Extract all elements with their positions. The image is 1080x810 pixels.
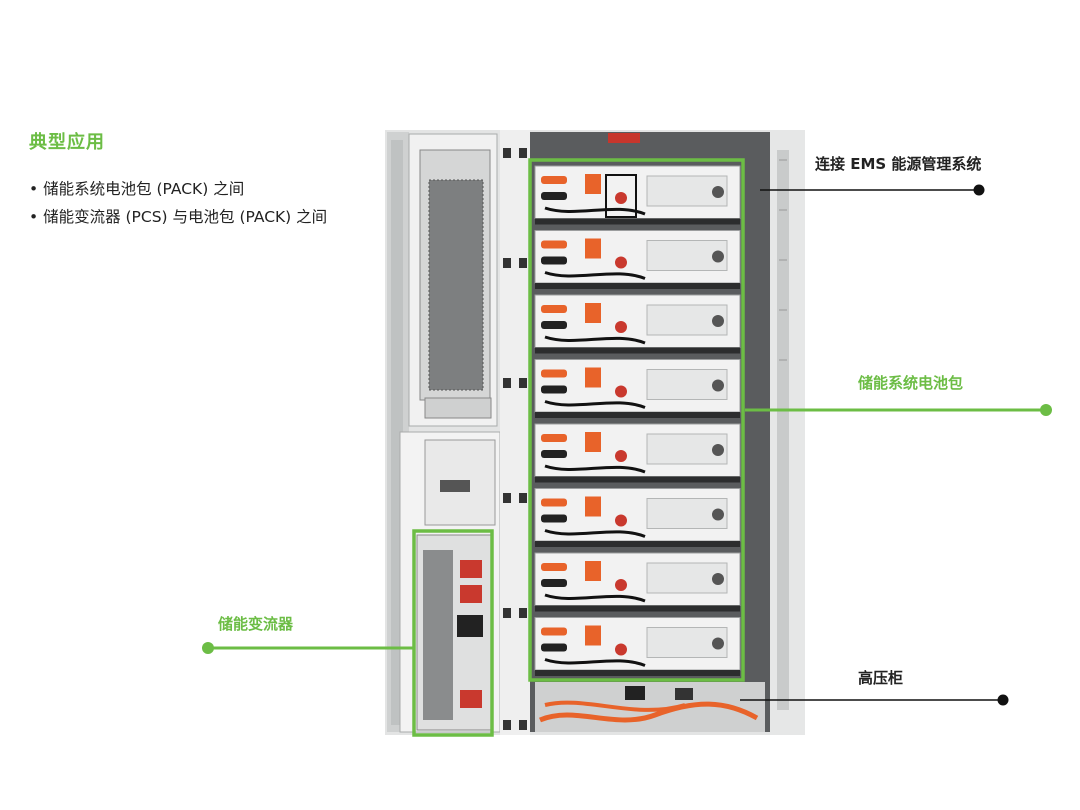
- hv-callout-dot: [997, 694, 1009, 706]
- hv-cabinet-unit: [535, 682, 765, 732]
- pcs-unit: [416, 534, 492, 731]
- battery-module: [534, 488, 741, 547]
- battery-module: [534, 359, 741, 418]
- battery-module: [534, 230, 741, 289]
- section-title: 典型应用: [29, 132, 105, 153]
- application-list: 储能系统电池包 (PACK) 之间 储能变流器 (PCS) 与电池包 (PACK…: [29, 175, 327, 231]
- battery-module: [534, 294, 741, 354]
- battery-callout-dot: [1040, 404, 1052, 416]
- pcs-callout-label: 储能变流器: [218, 615, 294, 633]
- battery-modules: [534, 165, 741, 676]
- list-item: 储能变流器 (PCS) 与电池包 (PACK) 之间: [29, 203, 327, 231]
- battery-module: [534, 423, 741, 483]
- battery-pack-callout-label: 储能系统电池包: [858, 374, 964, 392]
- ems-port-highlight: [605, 174, 637, 218]
- battery-module: [534, 552, 741, 612]
- battery-module: [534, 165, 741, 225]
- list-item: 储能系统电池包 (PACK) 之间: [29, 175, 327, 203]
- battery-module: [534, 617, 741, 676]
- battery-pack-highlight: [528, 158, 745, 682]
- fan-grille: [428, 179, 484, 391]
- pcs-highlight: [412, 529, 494, 737]
- ems-callout-label: 连接 EMS 能源管理系统: [815, 155, 982, 173]
- pcs-callout-dot: [202, 642, 214, 654]
- energy-storage-cabinet: [385, 130, 805, 735]
- ems-callout-dot: [973, 184, 985, 196]
- hv-cabinet-callout-label: 高压柜: [858, 669, 904, 687]
